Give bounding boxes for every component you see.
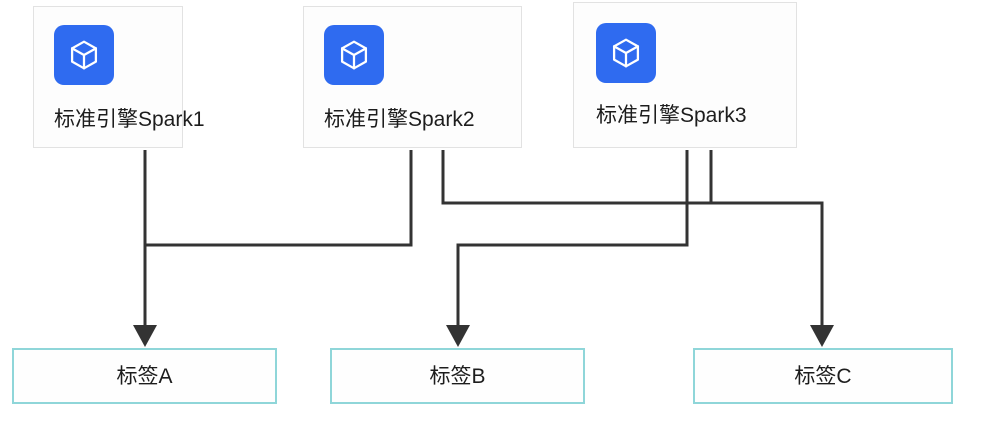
engine-label: 标准引擎Spark1: [54, 108, 205, 131]
edge-spark2-to-tagC: [441, 150, 834, 347]
arrowhead-icon: [133, 325, 157, 347]
tag-box-b[interactable]: 标签B: [330, 348, 585, 404]
tag-box-c[interactable]: 标签C: [693, 348, 953, 404]
engine-card-spark1[interactable]: 标准引擎Spark1: [33, 6, 205, 148]
tag-label: 标签C: [794, 364, 852, 388]
edge-spark2-to-tagA: [145, 150, 413, 247]
tag-box-a[interactable]: 标签A: [12, 348, 277, 404]
tag-label: 标签B: [429, 364, 486, 388]
tag-label: 标签A: [116, 364, 173, 388]
edge-spark3-to-tagB: [446, 150, 689, 347]
edge-spark1-to-tagA: [133, 150, 157, 347]
engine-label: 标准引擎Spark3: [596, 104, 747, 127]
cube-icon: [324, 25, 384, 85]
engine-label: 标准引擎Spark2: [324, 108, 475, 131]
cube-icon: [596, 23, 656, 83]
arrowhead-icon: [810, 325, 834, 347]
arrowhead-icon: [446, 325, 470, 347]
engine-card-spark3[interactable]: 标准引擎Spark3: [573, 2, 797, 148]
engine-card-spark2[interactable]: 标准引擎Spark2: [303, 6, 522, 148]
cube-icon: [54, 25, 114, 85]
